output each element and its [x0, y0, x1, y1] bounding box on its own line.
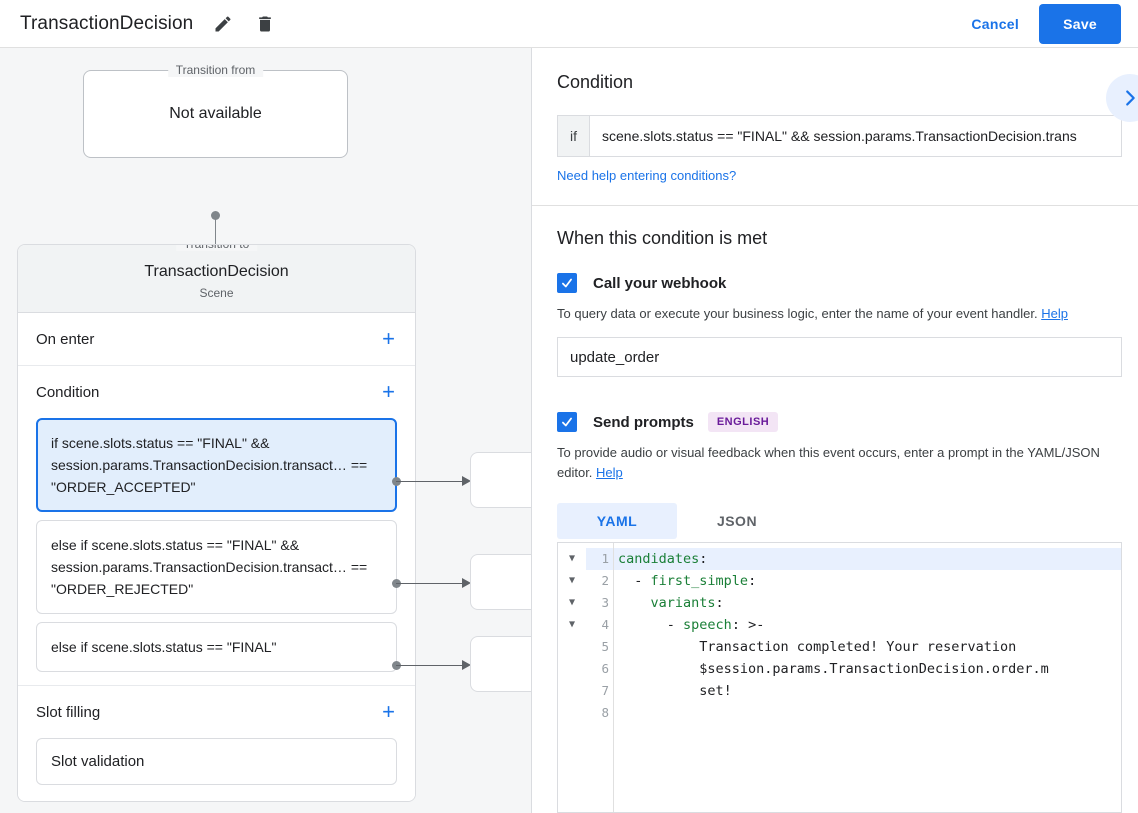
fold-spacer	[558, 636, 586, 658]
flow-canvas: Transition from Not available Transition…	[0, 48, 532, 813]
condition-if-label: if	[558, 116, 590, 156]
condition-item-0[interactable]: if scene.slots.status == "FINAL" && sess…	[36, 418, 397, 512]
call-webhook-help-link[interactable]: Help	[1041, 306, 1068, 321]
send-prompts-label: Send prompts	[593, 413, 694, 431]
transition-to-card: Transition to TransactionDecision Scene …	[17, 244, 416, 802]
call-webhook-row: Call your webhook	[557, 273, 1138, 293]
add-condition-icon[interactable]: +	[382, 379, 395, 404]
call-webhook-checkbox[interactable]	[557, 273, 577, 293]
panel-divider	[531, 48, 532, 813]
section-slot-filling: Slot filling + Slot validation	[18, 686, 415, 801]
chevron-right-icon[interactable]	[1106, 74, 1138, 122]
send-prompts-checkbox[interactable]	[557, 412, 577, 432]
fold-toggle-icon[interactable]: ▼	[568, 597, 576, 608]
connector-line	[396, 481, 464, 482]
send-prompts-description: To provide audio or visual feedback when…	[557, 443, 1122, 483]
code-line: candidates:	[614, 548, 1121, 570]
save-button[interactable]: Save	[1039, 3, 1121, 44]
top-bar: TransactionDecision Cancel Save	[0, 0, 1138, 48]
page-title: TransactionDecision	[20, 12, 194, 34]
fold-spacer	[558, 680, 586, 702]
add-slot-filling-icon[interactable]: +	[382, 699, 395, 724]
transition-from-value: Not available	[169, 105, 262, 122]
tab-yaml[interactable]: YAML	[557, 503, 677, 539]
call-webhook-label: Call your webhook	[593, 274, 727, 292]
transition-to-legend: Transition to	[175, 245, 258, 251]
yaml-editor[interactable]: ▼ ▼ ▼ ▼ 1 2 3 4 5 6 7 8 candidates: - fi…	[557, 542, 1122, 813]
fold-toggle-icon[interactable]: ▼	[568, 553, 576, 564]
call-webhook-description: To query data or execute your business l…	[557, 304, 1122, 324]
line-number: 1	[586, 548, 613, 570]
send-prompts-row: Send prompts ENGLISH	[557, 412, 1138, 432]
line-number: 3	[601, 595, 609, 610]
section-title-condition: Condition	[36, 383, 100, 401]
when-condition-met-section: When this condition is met Call your web…	[532, 206, 1138, 539]
trash-icon[interactable]	[253, 12, 277, 36]
editor-format-tabs: YAML JSON	[557, 503, 1138, 539]
code-line: - speech: >-	[618, 617, 765, 633]
condition-input[interactable]	[590, 116, 1121, 156]
line-number: 4	[601, 617, 609, 632]
send-prompts-help-link[interactable]: Help	[596, 465, 623, 480]
transition-from-legend: Transition from	[167, 63, 264, 77]
line-number: 7	[601, 683, 609, 698]
webhook-handler-input[interactable]	[557, 337, 1122, 377]
condition-help-link[interactable]: Need help entering conditions?	[557, 168, 737, 183]
section-title-slot-filling: Slot filling	[36, 703, 101, 721]
condition-item-2[interactable]: else if scene.slots.status == "FINAL"	[36, 622, 397, 672]
send-prompts-description-text: To provide audio or visual feedback when…	[557, 445, 1100, 480]
send-prompts-block: Send prompts ENGLISH To provide audio or…	[532, 412, 1138, 539]
line-number: 2	[601, 573, 609, 588]
slot-filling-list: Slot validation	[36, 738, 397, 801]
line-number: 5	[601, 639, 609, 654]
pencil-icon[interactable]	[211, 12, 235, 36]
code-line: Transaction completed! Your reservation	[618, 639, 1017, 655]
add-on-enter-icon[interactable]: +	[382, 326, 395, 351]
target-box-2[interactable]	[470, 636, 532, 692]
condition-item-1[interactable]: else if scene.slots.status == "FINAL" &&…	[36, 520, 397, 614]
connector-line	[396, 583, 464, 584]
section-on-enter: On enter +	[18, 313, 415, 366]
fold-spacer	[558, 658, 586, 680]
details-panel: Condition if Need help entering conditio…	[532, 48, 1138, 813]
language-badge: ENGLISH	[707, 412, 779, 432]
target-box-0[interactable]	[470, 452, 532, 508]
connector-arrow	[462, 660, 471, 670]
editor-gutter: 1 2 3 4 5 6 7 8	[586, 543, 614, 812]
editor-code-area[interactable]: candidates: - first_simple: variants: - …	[614, 543, 1121, 812]
transition-from-card: Transition from Not available	[83, 63, 348, 158]
target-box-1[interactable]	[470, 554, 532, 610]
code-line: set!	[618, 683, 732, 699]
when-condition-met-heading: When this condition is met	[557, 228, 768, 248]
connector-arrow	[462, 476, 471, 486]
condition-section: Condition if Need help entering conditio…	[532, 48, 1138, 206]
condition-heading: Condition	[557, 72, 634, 92]
line-number: 6	[601, 661, 609, 676]
code-line: - first_simple:	[618, 573, 757, 589]
cancel-button[interactable]: Cancel	[959, 8, 1031, 40]
scene-header: TransactionDecision Scene	[18, 245, 415, 313]
fold-toggle-icon[interactable]: ▼	[568, 575, 576, 586]
connector-line	[396, 665, 464, 666]
scene-type: Scene	[199, 286, 234, 300]
code-line	[614, 702, 1121, 724]
fold-spacer	[558, 702, 586, 724]
connector-arrow	[462, 578, 471, 588]
scene-name: TransactionDecision	[144, 263, 289, 280]
condition-list: if scene.slots.status == "FINAL" && sess…	[36, 418, 397, 685]
section-condition: Condition + if scene.slots.status == "FI…	[18, 366, 415, 686]
slot-validation-item[interactable]: Slot validation	[36, 738, 397, 785]
code-line: $session.params.TransactionDecision.orde…	[618, 661, 1049, 677]
section-title-on-enter: On enter	[36, 330, 95, 348]
call-webhook-description-text: To query data or execute your business l…	[557, 306, 1038, 321]
connector-line	[215, 215, 216, 265]
code-line: variants:	[650, 595, 724, 611]
tab-json[interactable]: JSON	[716, 513, 758, 529]
condition-input-wrapper: if	[557, 115, 1122, 157]
line-number: 8	[601, 705, 609, 720]
editor-fold-column: ▼ ▼ ▼ ▼	[558, 543, 586, 812]
fold-toggle-icon[interactable]: ▼	[568, 619, 576, 630]
